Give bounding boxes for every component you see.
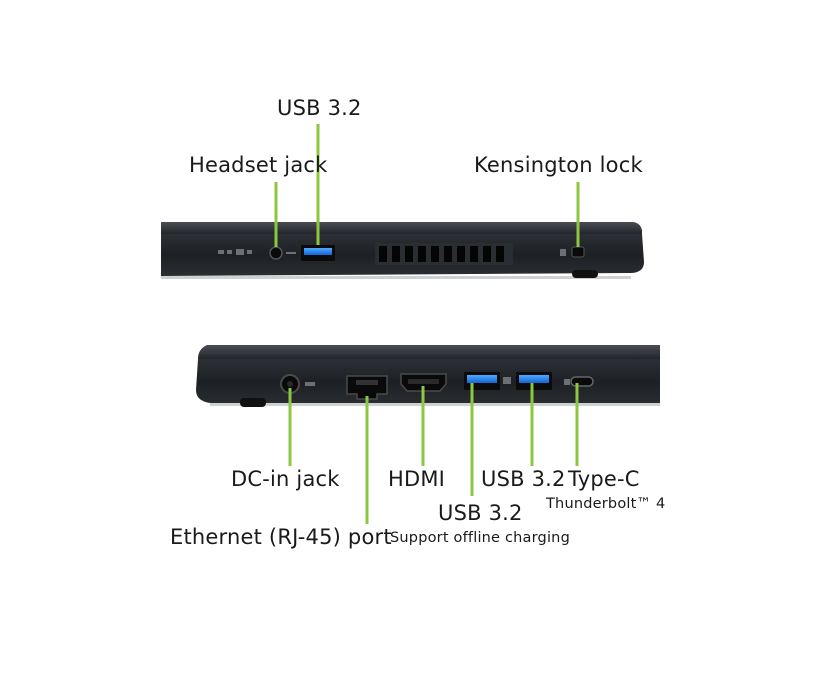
kensington-lock-slot <box>571 246 585 258</box>
vent-grille <box>375 243 513 265</box>
laptop-lid <box>198 345 660 359</box>
label-kensington-lock: Kensington lock <box>474 153 643 177</box>
label-thunderbolt-note: Thunderbolt™ 4 <box>546 496 666 512</box>
type-c-port <box>570 376 594 387</box>
callout-lines-bottom <box>288 383 579 524</box>
label-offline-charging-note: Support offline charging <box>390 530 570 546</box>
headset-jack-port <box>269 246 283 260</box>
laptop-foot <box>240 398 266 407</box>
label-dc-in-jack: DC-in jack <box>231 467 340 491</box>
label-ethernet-port: Ethernet (RJ-45) port <box>170 525 392 549</box>
callout-lines-top <box>274 124 580 247</box>
label-usb-right: USB 3.2 <box>481 467 566 491</box>
status-icons <box>218 249 252 255</box>
label-usb-top: USB 3.2 <box>277 96 362 120</box>
label-hdmi: HDMI <box>388 467 446 491</box>
label-headset-jack: Headset jack <box>189 153 328 177</box>
laptop-right-side-view <box>161 124 644 279</box>
label-type-c: Type-C <box>568 467 640 491</box>
laptop-lid <box>161 222 642 234</box>
laptop-left-side-view <box>196 345 660 524</box>
label-usb-left: USB 3.2 <box>438 501 523 525</box>
ethernet-port <box>346 375 388 400</box>
laptop-foot <box>572 270 598 278</box>
